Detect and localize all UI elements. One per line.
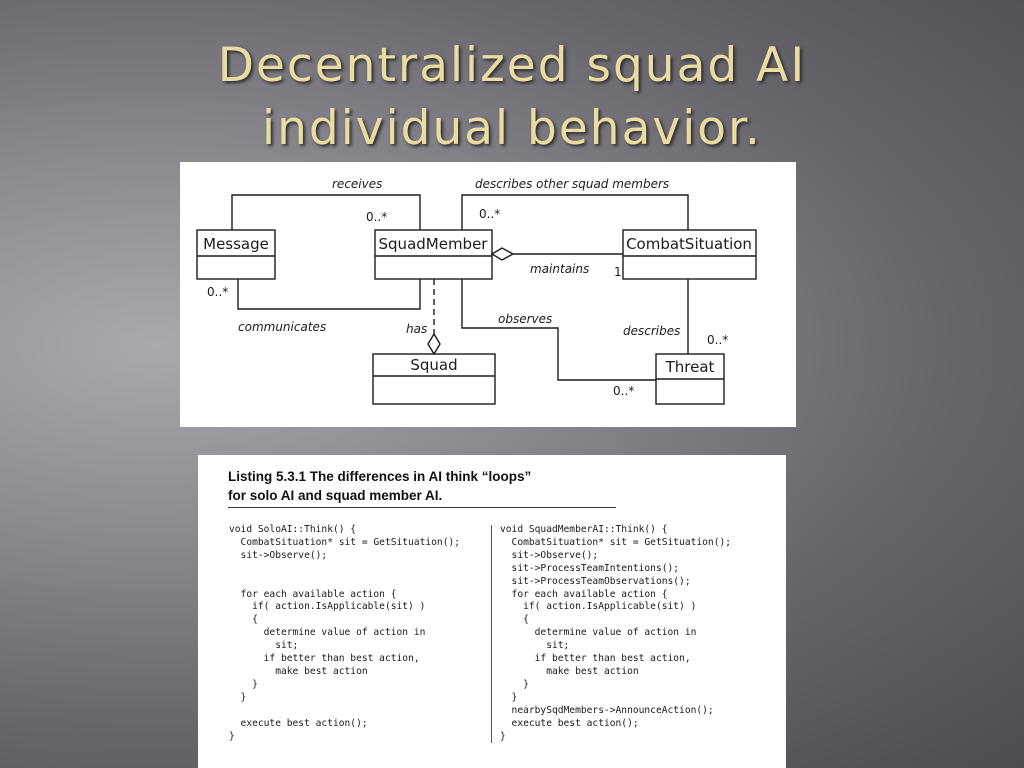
listing-heading-line-2: for solo AI and squad member AI.	[228, 488, 443, 503]
has-diamond-icon	[427, 332, 441, 356]
label-observes: observes	[498, 312, 552, 326]
code-divider	[491, 525, 492, 743]
label-describes-other: describes other squad members	[475, 177, 669, 191]
slide-title-line-1: Decentralized squad AI	[217, 38, 807, 93]
mult-communicates: 0..*	[207, 285, 228, 299]
uml-class-diagram: Message SquadMember CombatSituation Squa…	[196, 177, 757, 405]
listing-heading: Listing 5.3.1 The differences in AI thin…	[228, 467, 531, 505]
assoc-describes-other	[461, 194, 689, 230]
listing-rule	[228, 507, 616, 508]
label-describes: describes	[623, 324, 680, 338]
solo-ai-code: void SoloAI::Think() { CombatSituation* …	[229, 524, 461, 742]
uml-diagram-image: Message SquadMember CombatSituation Squa…	[180, 162, 796, 427]
squad-member-ai-code: void SquadMemberAI::Think() { CombatSitu…	[500, 524, 732, 742]
listing-heading-line-1: Listing 5.3.1 The differences in AI thin…	[228, 469, 532, 484]
slide-title-line-2: individual behavior.	[262, 101, 762, 156]
label-maintains: maintains	[530, 262, 589, 276]
assoc-receives	[231, 194, 421, 230]
maintains-diamond-icon	[490, 247, 515, 261]
mult-receives: 0..*	[366, 210, 387, 224]
assoc-communicates	[237, 279, 421, 310]
class-message	[196, 229, 276, 280]
mult-threat-observes: 0..*	[613, 384, 634, 398]
mult-describes-other: 0..*	[479, 207, 500, 221]
mult-maintains: 1	[614, 265, 622, 279]
class-threat	[655, 353, 725, 405]
class-squad-name: Squad	[410, 356, 457, 374]
code-listing-image: Listing 5.3.1 The differences in AI thin…	[198, 455, 786, 768]
label-communicates: communicates	[238, 320, 326, 334]
class-combat-situation-name: CombatSituation	[626, 235, 752, 253]
class-threat-name: Threat	[665, 358, 715, 376]
mult-threat-describes: 0..*	[707, 333, 728, 347]
class-message-name: Message	[203, 235, 269, 253]
label-receives: receives	[332, 177, 382, 191]
class-squad-member-name: SquadMember	[379, 235, 489, 253]
slide-title: Decentralized squad AI individual behavi…	[0, 34, 1024, 160]
assoc-observes	[461, 279, 656, 381]
label-has: has	[406, 322, 427, 336]
